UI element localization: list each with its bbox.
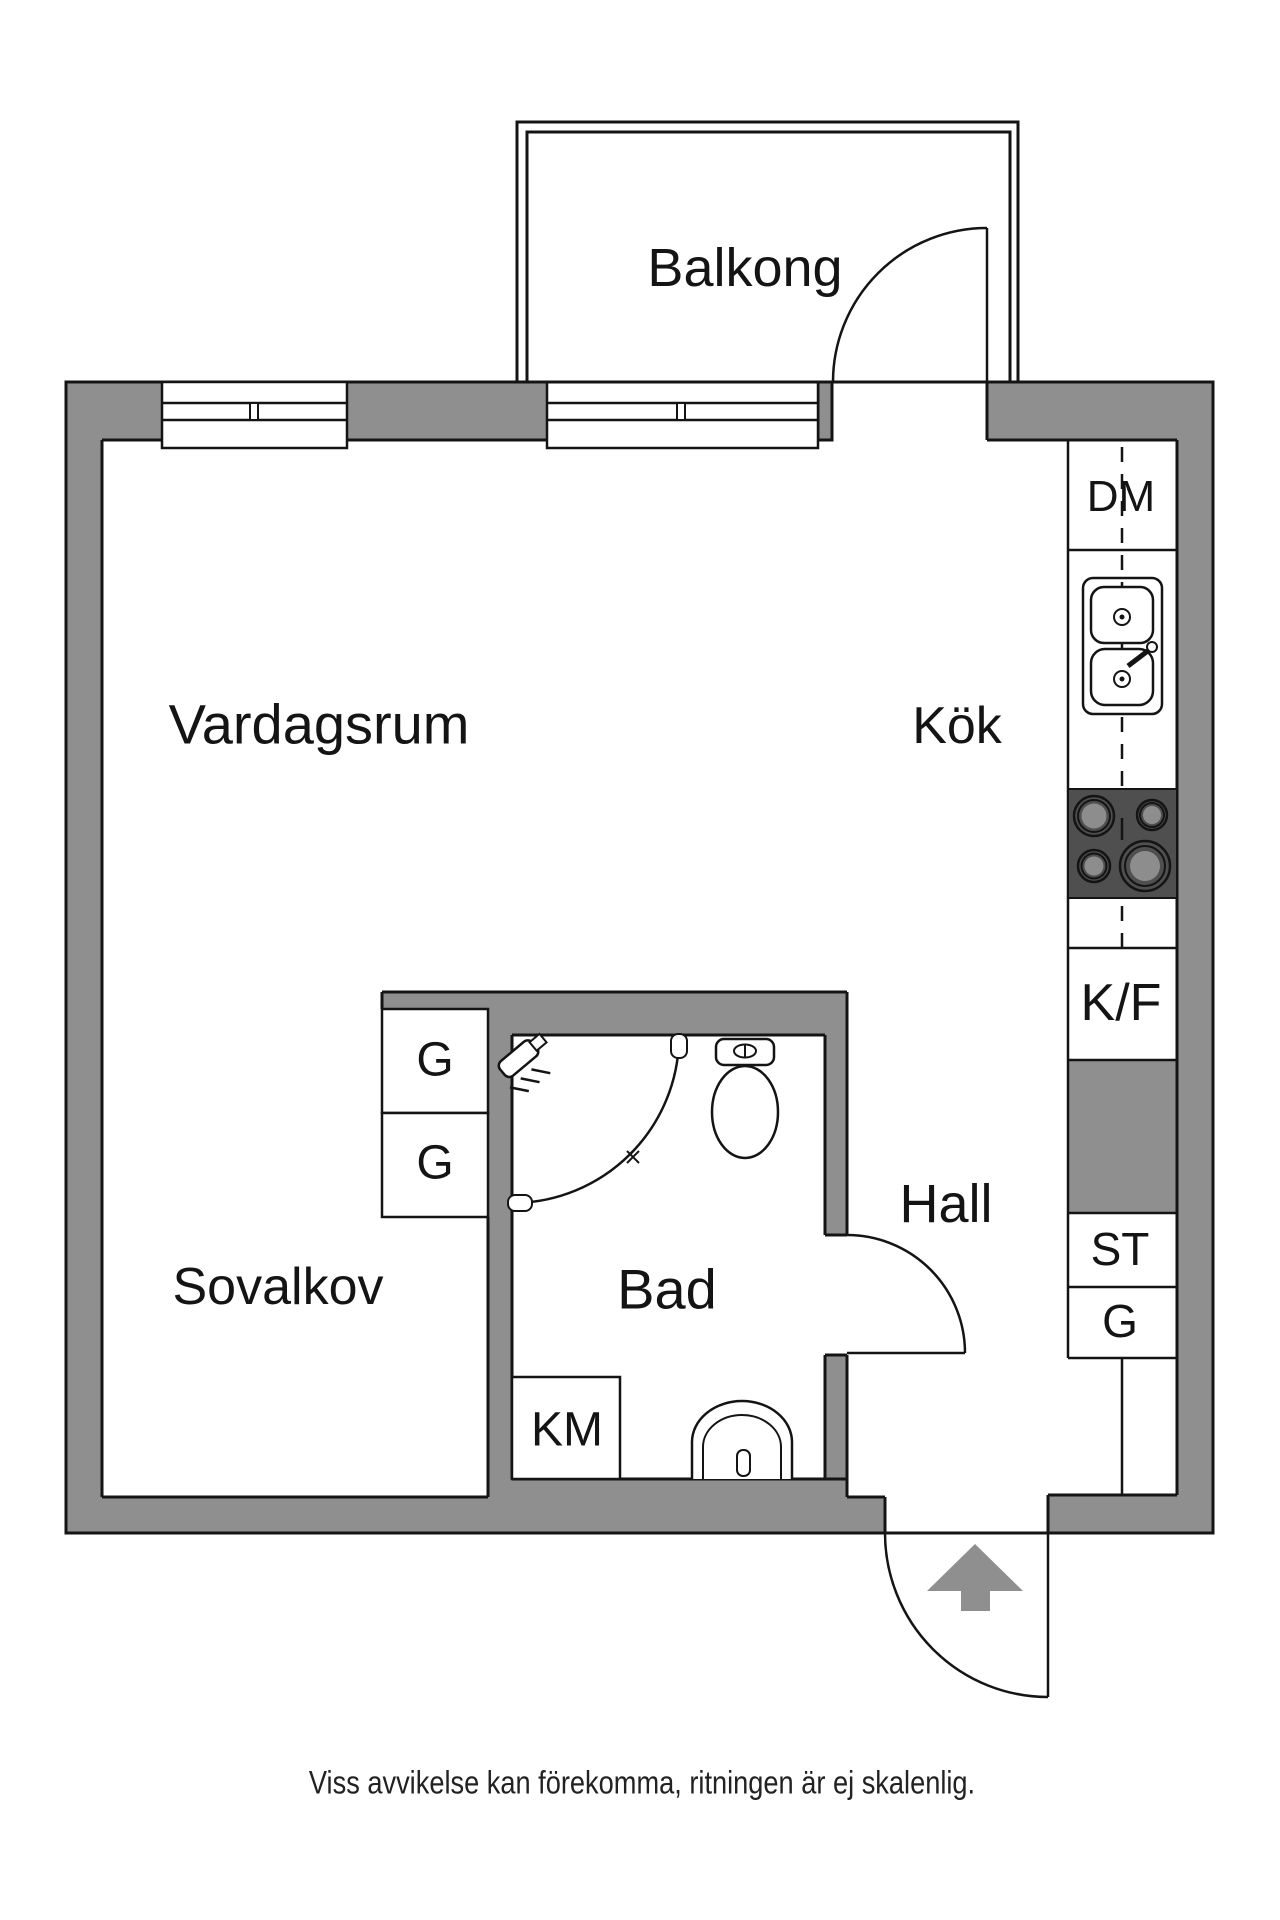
wardrobe-box-top — [380, 1007, 490, 1115]
fixture-label-dishwasher: DM — [1086, 472, 1156, 521]
windows — [160, 380, 820, 450]
plan-graphics — [64, 120, 1215, 1699]
room-label-bathroom: Bad — [617, 1257, 717, 1321]
bathroom-sink — [690, 1399, 794, 1479]
fixture-label-washing-machine: KM — [531, 1403, 603, 1457]
sink-faucet — [1126, 648, 1151, 668]
bathroom-door-arc — [846, 1233, 967, 1354]
toilet-bowl — [710, 1064, 780, 1160]
sink-faucet-base — [1146, 641, 1158, 653]
shower — [497, 1032, 688, 1212]
shower-head-icon — [497, 1032, 551, 1093]
entry-door-arc — [883, 1532, 1049, 1699]
balcony-railing — [515, 120, 1020, 384]
wardrobe-box-bottom — [380, 1111, 490, 1219]
shower-curtain-arc — [515, 1039, 681, 1205]
fixture-label-wardrobe-top: G — [416, 1033, 454, 1087]
room-label-sleeping-alcove: Sovalkov — [172, 1258, 384, 1316]
entrance-arrow-icon — [927, 1544, 1023, 1611]
fixture-label-cleaning-cabinet: ST — [1090, 1223, 1150, 1275]
window-mullion — [249, 402, 259, 421]
bathroom-tap — [736, 1449, 751, 1477]
room-label-living-room: Vardagsrum — [168, 692, 470, 756]
kitchen-counter-lines — [1066, 440, 1177, 1495]
disclaimer-text: Viss avvikelse kan förekomma, ritningen … — [308, 1764, 976, 1801]
wall-outlines — [64, 380, 1215, 1535]
doors — [831, 226, 1050, 1699]
fixture-label-fridge-freezer: K/F — [1080, 974, 1162, 1032]
room-label-kitchen: Kök — [912, 697, 1002, 755]
fixture-label-hall-wardrobe: G — [1102, 1295, 1138, 1347]
washing-machine-box — [510, 1375, 622, 1481]
kitchen-sink — [1081, 576, 1164, 716]
room-label-hall: Hall — [899, 1174, 993, 1234]
fixture-label-wardrobe-bottom: G — [416, 1136, 454, 1190]
toilet — [710, 1037, 780, 1160]
balcony-door-arc — [831, 226, 988, 383]
stove-burners — [1072, 794, 1172, 893]
stove — [1067, 788, 1178, 899]
window-mullion — [676, 402, 686, 421]
walls — [66, 382, 1213, 1533]
room-label-balcony: Balkong — [647, 238, 843, 298]
